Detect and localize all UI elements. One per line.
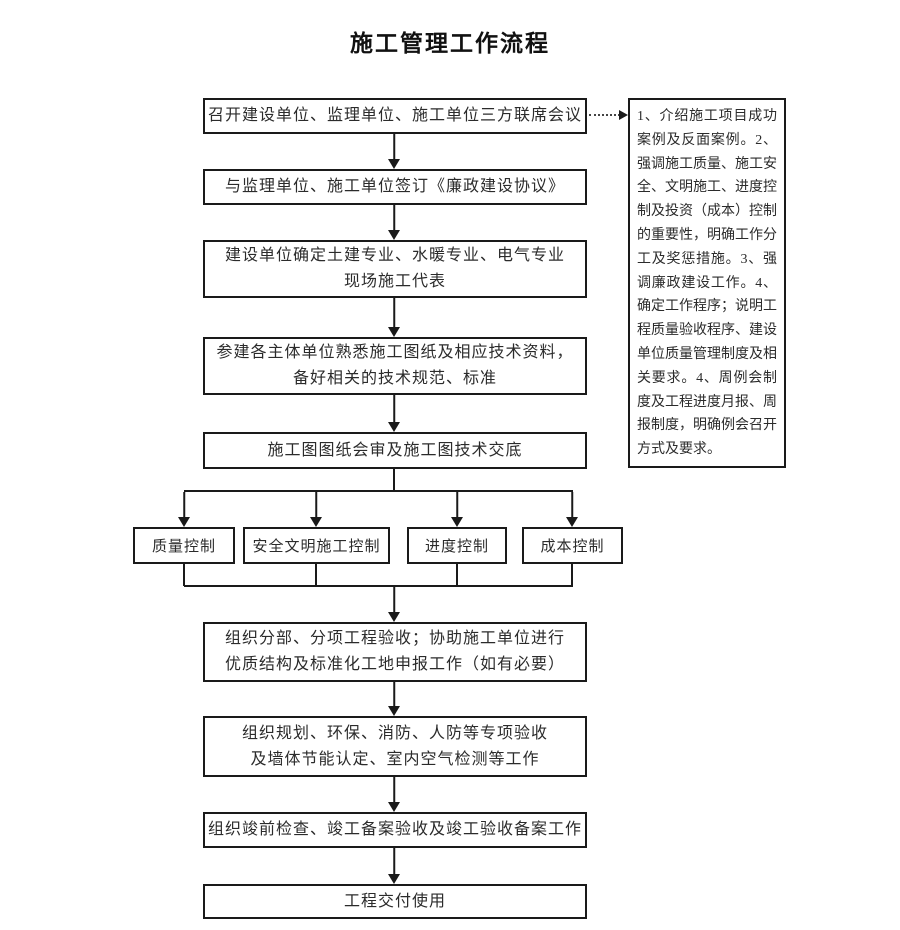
arrow-down-icon	[388, 586, 400, 622]
connector-line	[571, 564, 573, 586]
step-box-special-acceptance: 组织规划、环保、消防、人防等专项验收 及墙体节能认定、室内空气检测等工作	[203, 716, 587, 777]
page-title: 施工管理工作流程	[350, 30, 550, 56]
branch-box-schedule-control: 进度控制	[407, 527, 507, 564]
arrow-down-icon	[388, 777, 400, 812]
connector-line	[393, 469, 395, 490]
arrow-down-icon	[451, 492, 463, 527]
branch-box-quality-control: 质量控制	[133, 527, 235, 564]
step-text: 优质结构及标准化工地申报工作（如有必要）	[224, 656, 565, 673]
step-box-acceptance-organization: 组织分部、分项工程验收；协助施工单位进行 优质结构及标准化工地申报工作（如有必要…	[203, 622, 587, 682]
arrow-down-icon	[388, 395, 400, 432]
connector-line	[184, 490, 573, 492]
step-box-drawing-review: 施工图图纸会审及施工图技术交底	[203, 432, 587, 469]
arrow-down-icon	[388, 134, 400, 169]
step-text: 参建各主体单位熟悉施工图纸及相应技术资料，	[216, 344, 574, 361]
step-text: 及墙体节能认定、室内空气检测等工作	[250, 750, 540, 768]
arrow-down-icon	[388, 205, 400, 240]
step-text: 组织规划、环保、消防、人防等专项验收	[241, 724, 548, 742]
branch-label: 进度控制	[424, 539, 489, 555]
arrow-down-icon	[178, 492, 190, 527]
arrow-down-icon	[388, 848, 400, 884]
branch-label: 质量控制	[151, 539, 216, 555]
side-note-box: 1、介绍施工项目成功案例及反面案例。2、强调施工质量、施工安全、文明施工、进度控…	[628, 98, 786, 468]
step-text: 建设单位确定土建专业、水暖专业、电气专业	[224, 247, 565, 264]
step-text: 现场施工代表	[343, 273, 446, 290]
step-box-joint-meeting: 召开建设单位、监理单位、施工单位三方联席会议	[203, 98, 587, 134]
arrow-down-icon	[566, 492, 578, 527]
step-box-drawings-familiarize: 参建各主体单位熟悉施工图纸及相应技术资料， 备好相关的技术规范、标准	[203, 337, 587, 395]
step-box-integrity-agreement: 与监理单位、施工单位签订《廉政建设协议》	[203, 169, 587, 205]
step-text: 施工图图纸会审及施工图技术交底	[267, 441, 523, 459]
branch-label: 安全文明施工控制	[252, 539, 381, 555]
connector-line	[183, 564, 185, 586]
step-box-project-delivery: 工程交付使用	[203, 884, 587, 919]
branch-box-cost-control: 成本控制	[522, 527, 623, 564]
step-text: 组织分部、分项工程验收；协助施工单位进行	[224, 630, 565, 647]
connector-line	[315, 564, 317, 586]
branch-label: 成本控制	[540, 539, 605, 555]
step-box-completion-filing: 组织竣前检查、竣工备案验收及竣工验收备案工作	[203, 812, 587, 848]
connector-line	[184, 585, 573, 587]
step-text: 备好相关的技术规范、标准	[292, 370, 497, 387]
arrow-down-icon	[310, 492, 322, 527]
step-text: 组织竣前检查、竣工备案验收及竣工验收备案工作	[207, 821, 582, 838]
branch-box-safety-civilized-control: 安全文明施工控制	[243, 527, 390, 564]
arrow-down-icon	[388, 682, 400, 716]
arrow-down-icon	[388, 298, 400, 337]
dotted-arrow-right-icon	[589, 109, 628, 121]
step-text: 召开建设单位、监理单位、施工单位三方联席会议	[207, 107, 582, 124]
connector-line	[456, 564, 458, 586]
step-text: 与监理单位、施工单位签订《廉政建设协议》	[224, 178, 565, 195]
step-text: 工程交付使用	[343, 892, 446, 910]
step-box-site-representatives: 建设单位确定土建专业、水暖专业、电气专业 现场施工代表	[203, 240, 587, 298]
